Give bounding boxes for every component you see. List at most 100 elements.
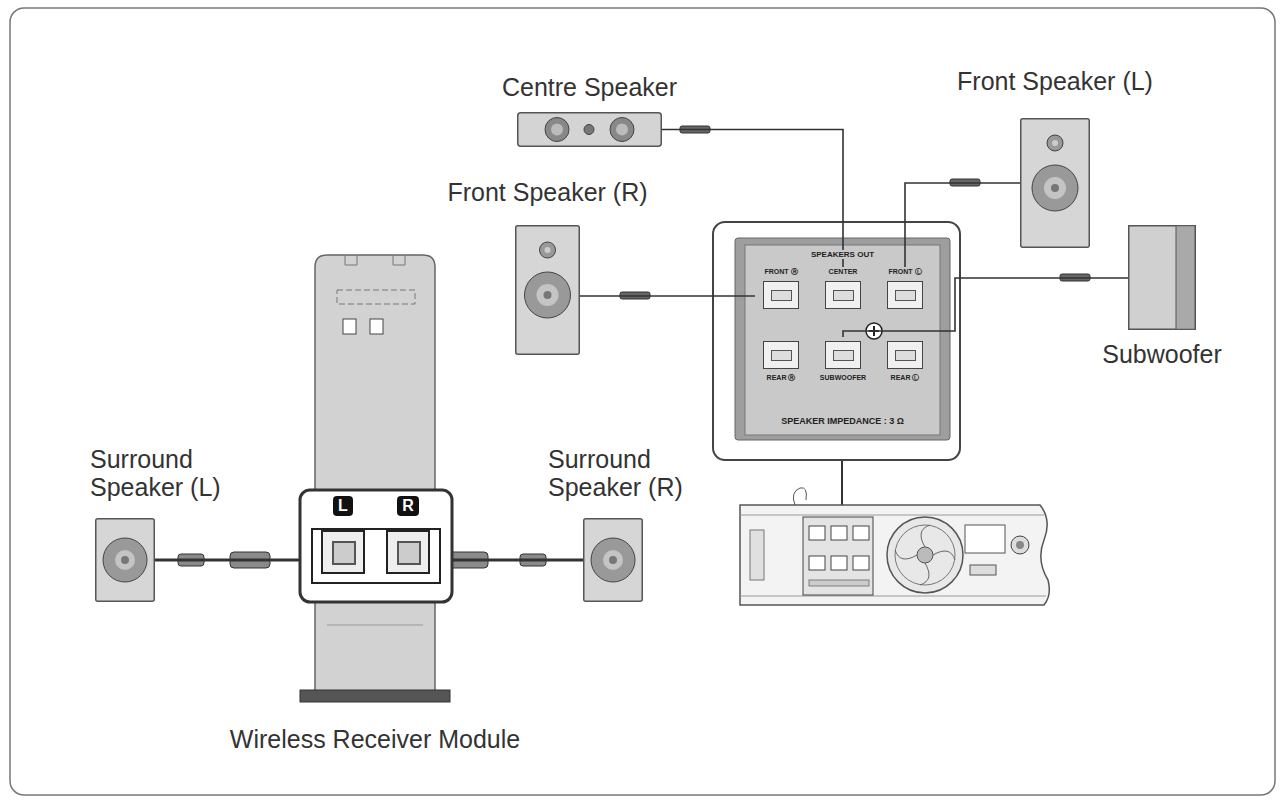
speaker-wire — [843, 278, 1128, 337]
tower-shape — [545, 247, 551, 253]
speaker-terminal-socket — [825, 281, 861, 309]
main-unit — [831, 556, 847, 570]
surr-shape — [96, 519, 155, 602]
main-unit — [740, 460, 1049, 605]
recv-shape — [343, 319, 356, 334]
recv-shape — [315, 255, 435, 695]
tower-shape — [1052, 140, 1058, 146]
sub-shape — [1128, 225, 1196, 330]
speaker-wire — [439, 559, 583, 562]
recv-shape — [300, 690, 450, 702]
centre-shape — [616, 124, 628, 136]
speakers-out-callout — [713, 222, 960, 460]
node-label: SPEAKER IMPEDANCE : 3 Ω — [778, 416, 907, 426]
tower-shape — [1044, 177, 1066, 199]
recv-shape — [300, 490, 452, 602]
frame — [10, 8, 1275, 795]
terminal-node: REAR Ⓛ — [879, 337, 931, 395]
speaker-terminal-socket — [887, 341, 923, 369]
sub-shape — [1176, 226, 1195, 330]
main-unit — [740, 596, 1046, 597]
speaker-terminal-socket — [833, 290, 854, 301]
speaker-terminal-socket — [895, 350, 916, 361]
node-label: REAR Ⓛ — [891, 373, 920, 383]
node-label: SUBWOOFER — [820, 373, 866, 383]
speaker-node: Front Speaker (L) — [1020, 118, 1090, 248]
main-unit — [895, 525, 955, 585]
speaker-node: Subwoofer — [1128, 225, 1196, 330]
terminal-node: R — [377, 492, 439, 587]
centre-shape — [551, 124, 563, 136]
main-unit — [831, 526, 847, 540]
node-label: REAR Ⓡ — [767, 373, 796, 383]
tower-shape — [525, 272, 571, 318]
speaker-node: Surround Speaker (L) — [95, 518, 155, 602]
speaker-terminal-socket — [833, 350, 854, 361]
main-unit — [917, 547, 933, 563]
node-label: L — [333, 496, 353, 516]
surr-shape — [115, 550, 135, 570]
terminal-node: CENTER — [817, 267, 869, 325]
main-unit — [970, 565, 996, 575]
terminal-node: L — [312, 492, 374, 587]
node-label: R — [397, 496, 419, 516]
node-label: Front Speaker (L) — [957, 67, 1153, 96]
frame — [10, 8, 1275, 795]
wire-plug — [620, 126, 1090, 299]
node-label: Wireless Receiver Module — [230, 725, 520, 754]
surr-shape — [584, 519, 643, 602]
tower-shape — [540, 242, 556, 258]
main-unit — [895, 525, 955, 585]
node-label: Surround Speaker (L) — [90, 445, 225, 503]
main-unit — [740, 515, 1044, 516]
centre-shape — [584, 125, 594, 135]
tower-shape — [515, 225, 580, 355]
speaker-node: Surround Speaker (R) — [583, 518, 643, 602]
sub-shape — [1129, 226, 1196, 330]
speaker-terminal-socket — [332, 541, 356, 565]
main-unit — [809, 556, 825, 570]
node-label: CENTER — [829, 267, 858, 277]
tower-shape — [537, 284, 559, 306]
tower-shape — [1020, 118, 1090, 248]
main-unit — [809, 580, 869, 586]
centre-shape — [545, 118, 569, 142]
tower-shape — [544, 291, 552, 299]
surr-shape — [591, 538, 635, 582]
tower-shape — [1047, 135, 1063, 151]
main-unit — [853, 556, 869, 570]
node-label: Centre Speaker — [502, 73, 677, 102]
speaker-terminal-socket — [386, 530, 430, 574]
speaker-terminal-socket — [397, 541, 421, 565]
node-label: SPEAKERS OUT — [808, 250, 877, 259]
terminal-node: FRONT Ⓛ — [879, 267, 931, 325]
speakers-out-callout — [745, 245, 940, 435]
tower-shape — [1051, 184, 1059, 192]
node-label: Subwoofer — [1102, 340, 1222, 369]
surr-shape — [609, 556, 617, 564]
main-unit — [887, 517, 963, 593]
centre-shape — [518, 113, 662, 147]
surr-shape — [603, 550, 623, 570]
main-unit — [809, 526, 825, 540]
terminal-node: REAR Ⓡ — [755, 337, 807, 395]
node-label: FRONT Ⓡ — [764, 267, 797, 277]
main-unit — [740, 505, 1049, 605]
surr-shape — [121, 556, 129, 564]
surr-shape — [583, 518, 643, 602]
centre-shape — [610, 118, 634, 142]
surr-shape — [95, 518, 155, 602]
speaker-terminal-socket — [895, 290, 916, 301]
main-unit — [793, 488, 806, 505]
terminal-node: FRONT Ⓡ — [755, 267, 807, 325]
centre-shape — [517, 112, 662, 147]
node-label: FRONT Ⓛ — [888, 267, 921, 277]
speaker-wire — [905, 183, 1020, 267]
main-unit — [965, 525, 1005, 553]
main-unit — [803, 517, 873, 595]
speaker-terminal-socket — [771, 290, 792, 301]
speaker-terminal-socket — [825, 341, 861, 369]
recv-shape — [315, 255, 435, 695]
